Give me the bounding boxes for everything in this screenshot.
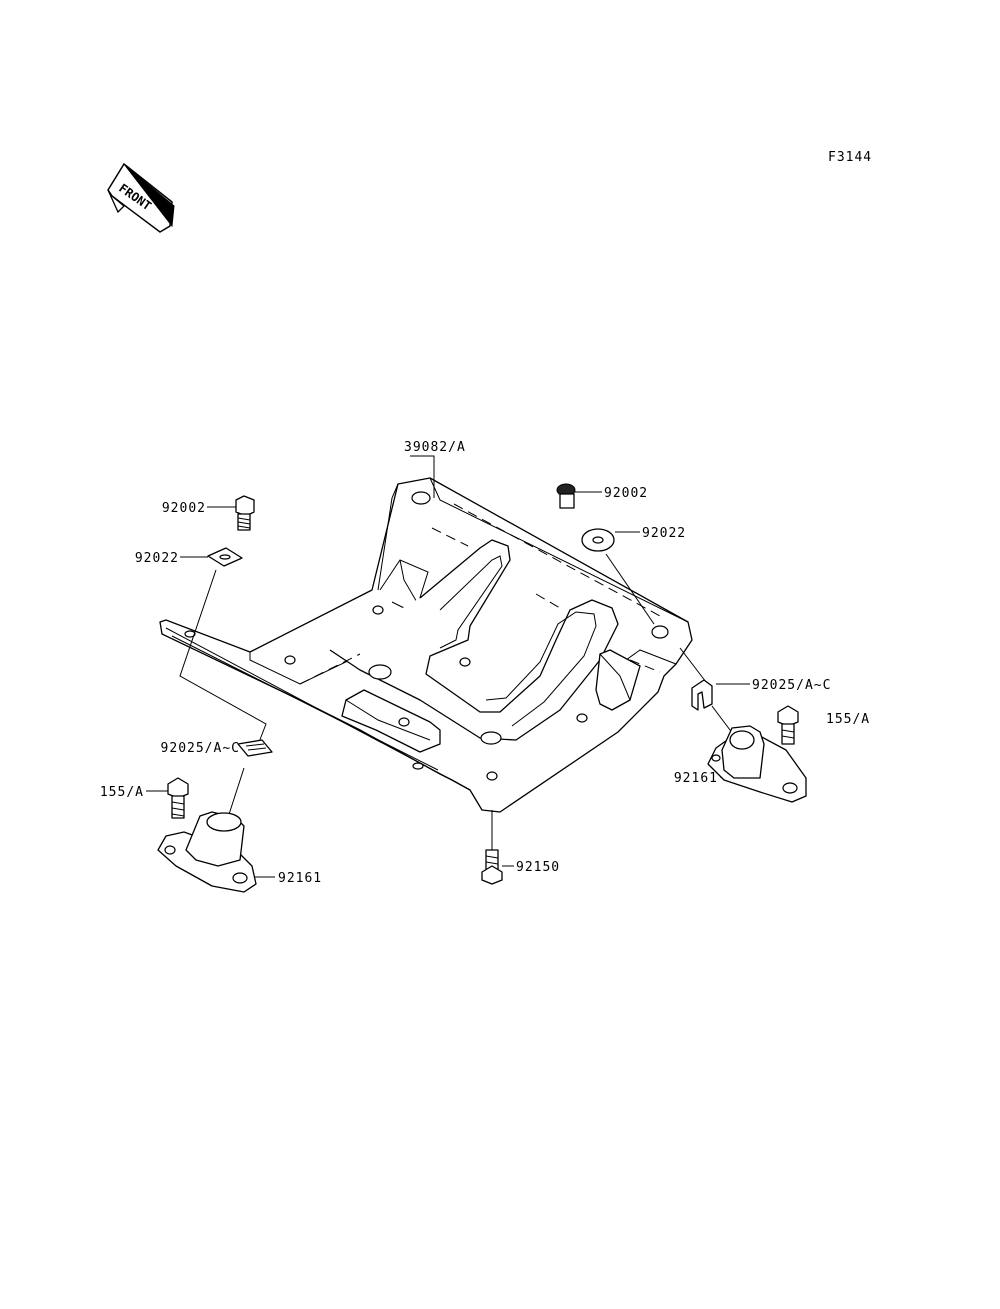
figure-code: F3144	[828, 150, 872, 165]
screw-155a-right	[777, 705, 799, 745]
frame-plate	[159, 477, 693, 813]
front-arrow-icon: FRONT	[107, 162, 175, 233]
bolt-92150-bottom	[481, 849, 503, 885]
label-screw-right: 155/A	[826, 712, 870, 727]
clip-92025-right	[691, 679, 713, 711]
washer-92022-right	[581, 528, 615, 552]
clip-92025-left	[237, 739, 273, 757]
mount-92161-left	[157, 811, 257, 893]
label-mount-left: 92161	[278, 871, 322, 886]
label-clip-left: 92025/A~C	[161, 741, 240, 756]
bolt-92002-right	[556, 483, 576, 509]
label-bolt-right: 92002	[604, 486, 648, 501]
label-washer-right: 92022	[642, 526, 686, 541]
label-clip-right: 92025/A~C	[752, 678, 831, 693]
mount-92161-right	[707, 725, 807, 803]
label-mount-right: 92161	[674, 771, 718, 786]
washer-92022-left	[207, 547, 243, 567]
screw-155a-left	[167, 777, 189, 819]
label-frame: 39082/A	[404, 440, 466, 455]
bolt-92002-left	[235, 495, 255, 531]
label-screw-left: 155/A	[100, 785, 144, 800]
label-washer-left: 92022	[135, 551, 179, 566]
label-bolt-bottom: 92150	[516, 860, 560, 875]
label-bolt-left: 92002	[162, 501, 206, 516]
